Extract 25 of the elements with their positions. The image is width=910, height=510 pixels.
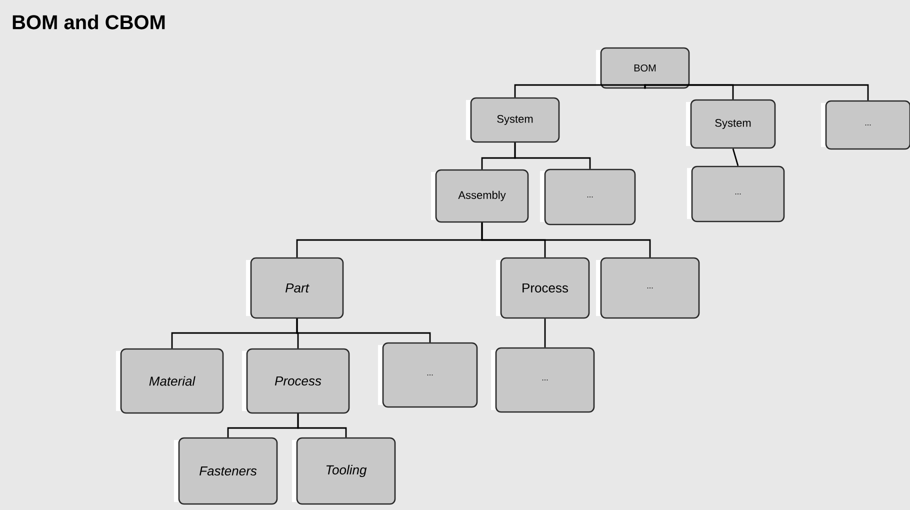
tree-box: ... xyxy=(378,342,478,408)
connector-line xyxy=(481,222,651,258)
tree-box: System xyxy=(466,97,560,143)
connector-line xyxy=(514,84,646,98)
tree-box: ... xyxy=(596,257,700,319)
connector-line xyxy=(644,84,869,100)
tree-box: Fasteners xyxy=(174,437,278,505)
tree-box: ... xyxy=(687,166,785,222)
tree-box: Part xyxy=(246,257,344,319)
connector-line xyxy=(297,414,347,438)
tree-box: ... xyxy=(540,168,636,226)
tree-box: Process xyxy=(496,257,590,319)
tree-box: Assembly xyxy=(431,169,529,223)
connector-line xyxy=(544,318,546,348)
connector-line xyxy=(732,148,739,166)
tree-box: ... xyxy=(491,347,595,413)
tree-box: Process xyxy=(242,348,350,414)
tree-box: System xyxy=(686,99,776,149)
connector-line xyxy=(514,142,591,169)
title: BOM and CBOM xyxy=(12,14,165,30)
tree-box: ... xyxy=(821,100,910,150)
connector-line xyxy=(296,318,431,342)
tree-box: BOM xyxy=(596,47,690,89)
tree-box: Material xyxy=(116,348,224,414)
tree-box: Tooling xyxy=(292,437,396,505)
